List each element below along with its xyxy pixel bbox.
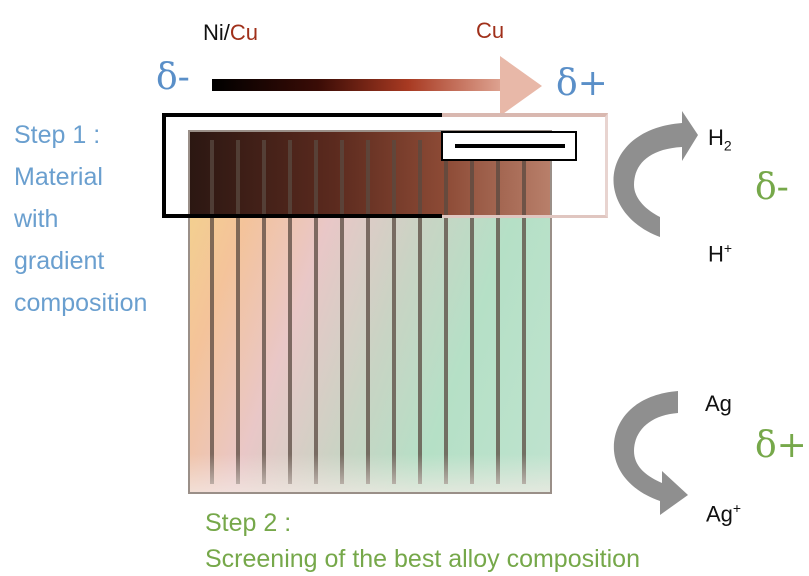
electrode-stripe xyxy=(392,140,396,484)
step2-title: Step 2 : xyxy=(205,509,292,537)
electrode-stripe xyxy=(210,140,214,484)
electrode-stripe xyxy=(288,140,292,484)
ag-plus-label: Ag+ xyxy=(706,496,741,526)
electrode-stripe xyxy=(236,140,240,484)
electrode-stripe xyxy=(340,140,344,484)
delta-minus-label: δ- xyxy=(156,57,190,98)
step1-line-5: composition xyxy=(14,289,148,317)
delta-plus-green: δ+ xyxy=(755,425,807,466)
electrode-stripe xyxy=(366,140,370,484)
composition-label-right: Cu xyxy=(476,18,505,43)
ag-plus-superscript: + xyxy=(732,500,742,516)
sample-bottom-edge xyxy=(188,454,552,494)
electrode-stripe xyxy=(496,140,500,484)
h-plus-symbol: H xyxy=(708,241,724,267)
curved-arrow-bottom-icon xyxy=(613,391,688,515)
step2-description: Screening of the best alloy composition xyxy=(205,545,640,573)
h-plus-superscript: + xyxy=(723,240,733,256)
highlight-box xyxy=(162,113,442,218)
h2-label: H2 xyxy=(708,126,732,157)
h-plus-label: H+ xyxy=(708,236,732,266)
ag-label: Ag xyxy=(705,391,732,416)
sample-frame xyxy=(188,130,552,494)
electrode-stripe xyxy=(444,140,448,484)
gradient-arrow-head xyxy=(500,56,542,116)
step1-line-4: gradient xyxy=(14,247,105,275)
electrode-stripe xyxy=(418,140,422,484)
electrode-stripe xyxy=(470,140,474,484)
ag-plus-symbol: Ag xyxy=(706,501,733,527)
highlight-box-right-edge xyxy=(440,113,608,218)
h2-symbol: H xyxy=(708,125,724,150)
electrode-stripe xyxy=(522,140,526,484)
h2-subscript: 2 xyxy=(723,137,732,154)
composition-gradient-bar xyxy=(212,79,514,91)
curved-arrow-top-icon xyxy=(613,111,698,237)
step1-text: Step 1 : Material with gradient composit… xyxy=(14,114,147,324)
electrode-stripe xyxy=(314,140,318,484)
delta-plus-label: δ+ xyxy=(556,63,608,104)
step1-line-3: with xyxy=(14,205,59,233)
step1-line-2: Material xyxy=(14,163,103,191)
electrode-stripe xyxy=(262,140,266,484)
composition-ni: Ni/ xyxy=(203,20,230,45)
delta-minus-green: δ- xyxy=(755,167,789,208)
step1-line-1: Step 1 : xyxy=(14,121,101,149)
scale-bar xyxy=(455,144,565,148)
composition-label-left: Ni/Cu xyxy=(203,20,258,46)
composition-cu: Cu xyxy=(229,20,259,45)
